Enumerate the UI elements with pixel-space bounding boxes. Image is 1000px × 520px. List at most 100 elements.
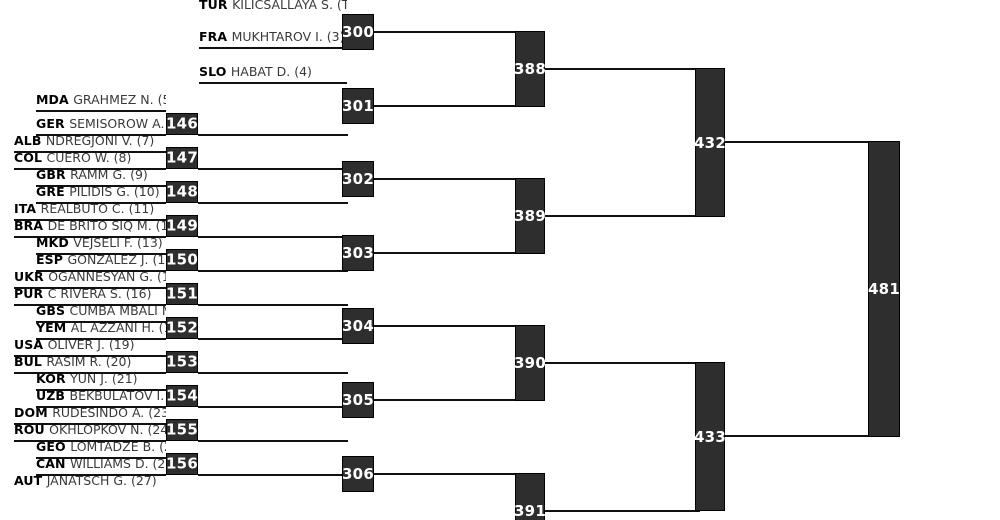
player-name: SEMISOROW A. (6) — [69, 116, 166, 131]
player-name: MUKHTAROV I. (3) — [231, 29, 345, 44]
player-row[interactable]: GER SEMISOROW A. (6) — [36, 114, 166, 136]
player-name: YUN J. (21) — [70, 371, 138, 386]
player-row[interactable]: COL CUERO W. (8) — [14, 148, 166, 170]
match-box-147[interactable]: 147 — [166, 147, 198, 169]
player-nationality: ALB — [14, 133, 46, 148]
match-box-390[interactable]: 390 — [514, 325, 546, 401]
match-box-301[interactable]: 301 — [342, 88, 374, 124]
player-nationality: USA — [14, 337, 48, 352]
player-row[interactable]: YEM AL AZZANI H. (18) — [36, 318, 166, 340]
connector-line — [198, 338, 348, 340]
match-box-306[interactable]: 306 — [342, 456, 374, 492]
match-score: 146 — [166, 114, 198, 133]
match-box-156[interactable]: 156 — [166, 453, 198, 475]
player-name: JANATSCH G. (27) — [46, 473, 157, 488]
player-name: BEKBULATOV I. (22) — [69, 388, 167, 403]
match-box-149[interactable]: 149 — [166, 215, 198, 237]
match-box-303[interactable]: 303 — [342, 235, 374, 271]
player-name: RAMM G. (9) — [70, 167, 148, 182]
connector-line — [725, 435, 870, 437]
player-nationality: UKR — [14, 269, 49, 284]
connector-line — [545, 362, 700, 364]
player-row[interactable]: UZB BEKBULATOV I. (22) — [36, 386, 166, 408]
player-nationality: CAN — [36, 456, 71, 471]
player-row[interactable]: DOM RUDESINDO A. (23) — [14, 403, 166, 425]
player-row[interactable]: CAN WILLIAMS D. (26) — [36, 454, 166, 476]
player-row[interactable]: ALB NDREGJONI V. (7) — [14, 131, 166, 153]
player-nationality: UZB — [36, 388, 70, 403]
player-row[interactable]: FRA MUKHTAROV I. (3) — [199, 27, 347, 49]
match-box-148[interactable]: 148 — [166, 181, 198, 203]
player-nationality: GEO — [36, 439, 71, 454]
match-box-150[interactable]: 150 — [166, 249, 198, 271]
connector-line — [198, 372, 348, 374]
match-box-432[interactable]: 432 — [694, 68, 726, 217]
match-score: 305 — [342, 391, 374, 409]
player-row[interactable]: PUR C RIVERA S. (16) — [14, 284, 166, 306]
match-score: 390 — [514, 354, 546, 372]
player-nationality: GRE — [36, 184, 70, 199]
player-row[interactable]: UKR OGANNESYAN G. (15) — [14, 267, 166, 289]
player-row[interactable]: USA OLIVER J. (19) — [14, 335, 166, 357]
player-row[interactable]: SLO HABAT D. (4) — [199, 62, 347, 84]
match-box-389[interactable]: 389 — [514, 178, 546, 254]
player-row[interactable]: ITA REALBUTO C. (11) — [14, 199, 166, 221]
match-score: 148 — [166, 182, 198, 201]
player-row[interactable]: KOR YUN J. (21) — [36, 369, 166, 391]
match-box-153[interactable]: 153 — [166, 351, 198, 373]
connector-line — [198, 202, 348, 204]
match-box-388[interactable]: 388 — [514, 31, 546, 107]
player-row[interactable]: GEO LOMTADZE B. (25) — [36, 437, 166, 459]
player-name: AL AZZANI H. (18) — [70, 320, 166, 335]
player-row[interactable]: ESP GONZALEZ J. (14) — [36, 250, 166, 272]
connector-line — [545, 215, 700, 217]
player-row[interactable]: GBR RAMM G. (9) — [36, 165, 166, 187]
player-row[interactable]: GRE PILIDIS G. (10) — [36, 182, 166, 204]
player-row[interactable]: MDA GRAHMEZ N. (5) — [36, 90, 166, 112]
match-box-305[interactable]: 305 — [342, 382, 374, 418]
player-row[interactable]: BRA DE BRITO SIQ M. (12) — [14, 216, 166, 238]
match-box-302[interactable]: 302 — [342, 161, 374, 197]
player-name: NDREGJONI V. (7) — [45, 133, 155, 148]
match-box-155[interactable]: 155 — [166, 419, 198, 441]
match-box-481[interactable]: 481 — [868, 141, 900, 437]
match-score: 156 — [166, 454, 198, 473]
match-box-304[interactable]: 304 — [342, 308, 374, 344]
connector-line — [198, 168, 348, 170]
player-nationality: ESP — [36, 252, 68, 267]
match-box-433[interactable]: 433 — [694, 362, 726, 511]
match-score: 149 — [166, 216, 198, 235]
match-score: 155 — [166, 420, 198, 439]
player-row[interactable]: GBS CUMBA MBALI M. (17) — [36, 301, 166, 323]
match-box-300[interactable]: 300 — [342, 14, 374, 50]
player-name: REALBUTO C. (11) — [40, 201, 155, 216]
connector-line — [198, 440, 348, 442]
player-row[interactable]: BUL RASIM R. (20) — [14, 352, 166, 374]
player-nationality: MDA — [36, 92, 74, 107]
connector-line — [545, 68, 700, 70]
match-score: 391 — [514, 502, 546, 520]
player-nationality: FRA — [199, 29, 232, 44]
player-name: KILICSALLAYA S. (TS 1) — [232, 0, 347, 12]
player-name: OLIVER J. (19) — [47, 337, 135, 352]
match-box-154[interactable]: 154 — [166, 385, 198, 407]
match-score: 481 — [868, 280, 900, 298]
match-score: 152 — [166, 318, 198, 337]
connector-line — [198, 236, 348, 238]
match-box-146[interactable]: 146 — [166, 113, 198, 135]
player-row[interactable]: AUT JANATSCH G. (27) — [14, 471, 166, 493]
connector-line — [374, 31, 515, 33]
player-name: VEJSELI F. (13) — [73, 235, 163, 250]
player-row[interactable]: MKD VEJSELI F. (13) — [36, 233, 166, 255]
match-score: 300 — [342, 23, 374, 41]
match-score: 301 — [342, 97, 374, 115]
player-row[interactable]: ROU OKHLOPKOV N. (24) — [14, 420, 166, 442]
match-score: 389 — [514, 207, 546, 225]
match-score: 151 — [166, 284, 198, 303]
player-row[interactable]: TUR KILICSALLAYA S. (TS 1) — [199, 0, 347, 17]
match-box-151[interactable]: 151 — [166, 283, 198, 305]
match-box-391[interactable]: 391 — [514, 473, 546, 520]
match-score: 433 — [694, 427, 726, 446]
match-box-152[interactable]: 152 — [166, 317, 198, 339]
